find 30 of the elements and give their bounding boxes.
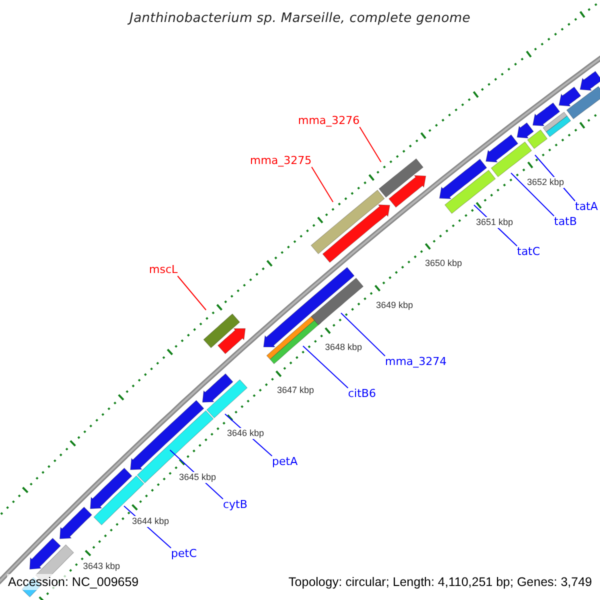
accession-text: Accession: NC_009659 [7,574,140,590]
scale-label: 3652 kbp [527,177,564,188]
gene-label: tatC [517,246,540,258]
scale-label: 3643 kbp [83,561,120,572]
scale-label: 3651 kbp [476,217,514,228]
leader-line [177,276,206,310]
scale-label: 3646 kbp [227,428,264,439]
scale-label: 3648 kbp [325,342,362,353]
gene-label: petA [272,456,298,468]
leader-line [340,312,386,356]
leader-line [302,346,348,388]
gene-label: tatA [575,201,598,213]
gene-label: mscL [149,264,178,276]
genome-stats-text: Topology: circular; Length: 4,110,251 bp; Genes: 3,749 [288,574,593,590]
title-text: Janthinobacterium sp. Marseille, complete genome [126,10,472,28]
gene-label: cytB [223,499,248,511]
gene-label: mma_3275 [250,155,312,167]
gene-label: mma_3274 [385,356,447,368]
leader-line [311,166,334,202]
gene-label: tatB [554,216,577,228]
scale-label: 3645 kbp [179,472,216,483]
gene-label: petC [171,548,197,560]
scale-label: 3647 kbp [277,385,314,396]
leader-line [359,126,382,162]
leader-line [510,172,554,216]
gene-label: citB6 [348,388,376,400]
gene-label: mma_3276 [298,115,360,127]
scale-label: 3649 kbp [376,300,414,311]
scale-label: 3650 kbp [425,258,462,269]
scale-label: 3644 kbp [132,516,170,527]
